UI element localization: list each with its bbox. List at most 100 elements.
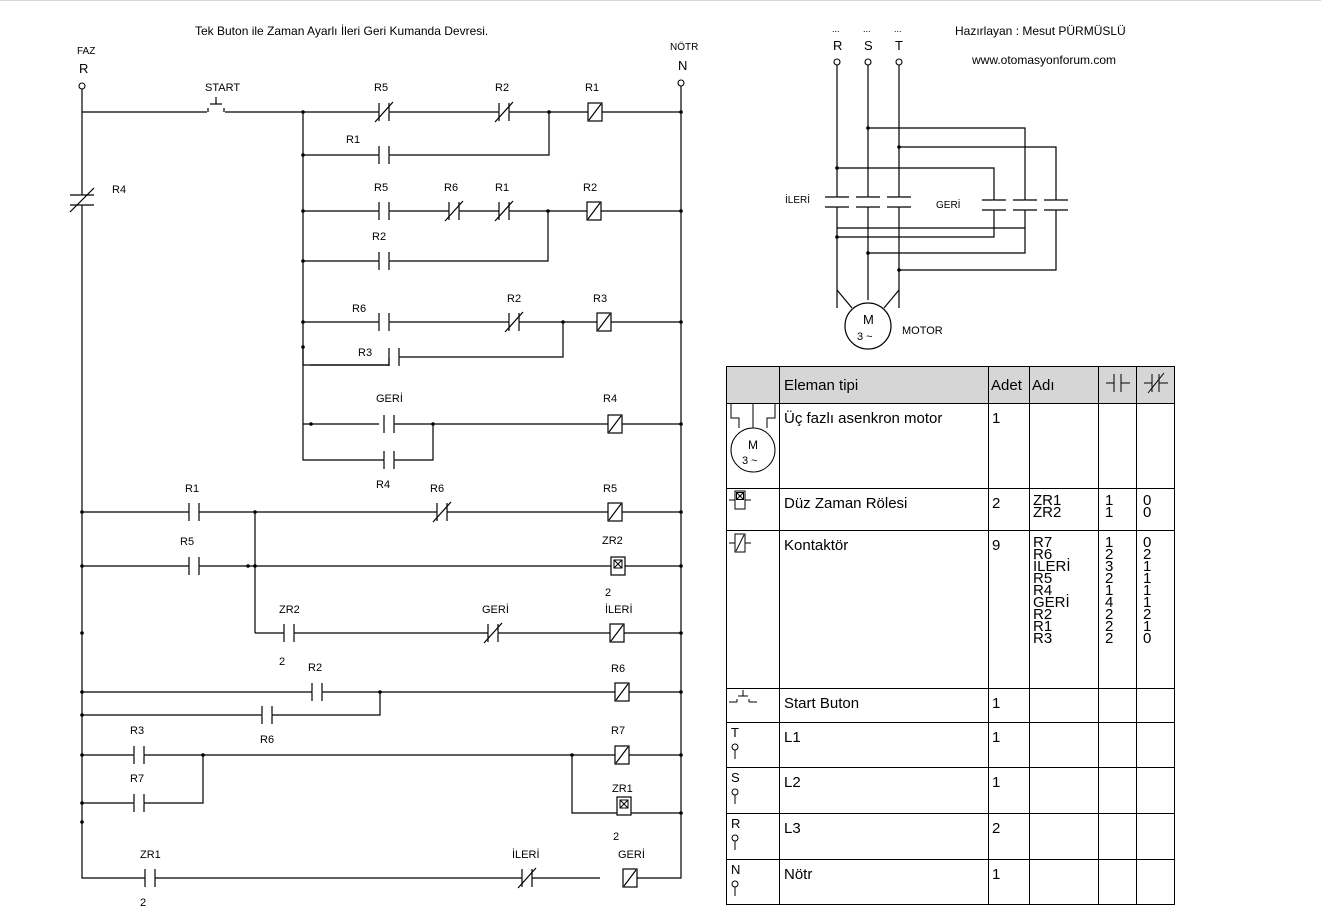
- r6-label-2: R6: [352, 303, 366, 315]
- row-type: Nötr: [779, 859, 989, 905]
- ileri-power-contact-1: [824, 196, 850, 208]
- phase-terminal-icon: [78, 82, 86, 90]
- ileri-power-label: İLERİ: [785, 193, 810, 206]
- phase-s-terminal: [864, 58, 872, 66]
- phase-r-terminal: [833, 58, 841, 66]
- r3-seal-contact: [388, 347, 400, 367]
- r4-rail-label: R4: [112, 184, 126, 196]
- website-text: www.otomasyonforum.com: [971, 53, 1116, 67]
- row-start: Start Buton 1: [726, 688, 1175, 723]
- row-type: L1: [779, 722, 989, 768]
- row-no: [1098, 403, 1137, 489]
- phase-s-label: S: [864, 38, 873, 53]
- r4-coil-label: R4: [603, 393, 617, 405]
- r4-label-bottom: R4: [376, 479, 390, 491]
- row-l2: S L2 1: [726, 767, 1175, 814]
- zr2-label: ZR2: [279, 604, 300, 616]
- r2-label-3: R2: [507, 293, 521, 305]
- geri-coil: [622, 868, 638, 888]
- zr1-contact-setting: 2: [140, 897, 146, 909]
- header-nc-contact-icon: [1136, 366, 1175, 404]
- row-type: L3: [779, 813, 989, 860]
- svg-text:M: M: [748, 438, 758, 452]
- row-count: 9: [988, 530, 1030, 689]
- geri-power-contact-2: [1012, 199, 1038, 211]
- diagram-title: Tek Buton ile Zaman Ayarlı İleri Geri Ku…: [195, 24, 488, 38]
- r5-no-contact: [378, 201, 390, 221]
- r1-coil-label: R1: [585, 82, 599, 94]
- r-dots: ...: [832, 24, 840, 34]
- zr2-setting-label: 2: [605, 587, 611, 599]
- row-nc: [1136, 403, 1175, 489]
- r5-label-1: R5: [374, 82, 388, 94]
- row-type: Start Buton: [779, 688, 989, 723]
- top-border: [0, 0, 1321, 1]
- r1-label-2: R1: [495, 182, 509, 194]
- svg-text:3 ~: 3 ~: [742, 455, 758, 467]
- phase-top-label: FAZ: [77, 46, 95, 57]
- r5-no-contact-2: [188, 556, 200, 576]
- r7-seal-contact: [133, 793, 145, 813]
- geri-power-contact-1: [981, 199, 1007, 211]
- r1-seal-contact: [378, 145, 390, 165]
- r6-label-seal: R6: [260, 734, 274, 746]
- geri-label-2: GERİ: [482, 603, 509, 616]
- row-type: Üç fazlı asenkron motor: [779, 403, 989, 489]
- r5-coil-label: R5: [603, 483, 617, 495]
- header-name: Adı: [1029, 366, 1099, 404]
- r1-label-3: R1: [185, 483, 199, 495]
- parts-table-header: Eleman tipi Adet Adı: [726, 366, 1175, 404]
- r6-label-3: R6: [430, 483, 444, 495]
- r2-seal-contact: [378, 251, 390, 271]
- ileri-coil: [609, 623, 625, 643]
- r3-coil-label: R3: [593, 293, 607, 305]
- r2-coil-label: R2: [583, 182, 597, 194]
- svg-text:N: N: [731, 862, 740, 877]
- motor-icon: M 3 ~: [726, 403, 780, 489]
- motor-icon: [844, 302, 892, 350]
- row-type: Düz Zaman Rölesi: [779, 488, 989, 531]
- terminal-icon: N: [726, 859, 780, 905]
- geri-power-contact-3: [1043, 199, 1069, 211]
- motor-phase-label: 3 ~: [857, 331, 873, 343]
- phase-r-label: R: [833, 38, 842, 53]
- r1-no-contact: [188, 502, 200, 522]
- row-type: Kontaktör: [779, 530, 989, 689]
- row-count: 2: [988, 488, 1030, 531]
- contactor-coil-icon: [726, 530, 780, 689]
- row-count: 2: [988, 813, 1030, 860]
- timer-relay-icon: [726, 488, 780, 531]
- s-dots: ...: [863, 24, 871, 34]
- row-count: 1: [988, 767, 1030, 814]
- r3-no-contact: [133, 745, 145, 765]
- zr1-label: ZR1: [140, 849, 161, 861]
- r7-coil: [614, 745, 630, 765]
- r4-coil: [607, 414, 623, 434]
- row-count: 1: [988, 688, 1030, 723]
- phase-t-label: T: [895, 38, 903, 53]
- svg-text:T: T: [731, 725, 739, 740]
- header-type: Eleman tipi: [779, 366, 989, 404]
- ileri-power-contact-3: [886, 196, 912, 208]
- terminal-icon: R: [726, 813, 780, 860]
- zr2-no-contact: [283, 623, 295, 643]
- r2-label-4: R2: [308, 662, 322, 674]
- geri-no-contact-2: [383, 450, 395, 470]
- zr1-timer-coil: [616, 796, 632, 816]
- r3-coil: [596, 312, 612, 332]
- r7-coil-label: R7: [611, 725, 625, 737]
- row-l1: T L1 1: [726, 722, 1175, 768]
- svg-text:S: S: [731, 770, 740, 785]
- header-no-contact-icon: [1098, 366, 1137, 404]
- r1-label-seal: R1: [346, 134, 360, 146]
- row-count: 1: [988, 859, 1030, 905]
- r2-label-seal: R2: [372, 231, 386, 243]
- row-l3: R L3 2: [726, 813, 1175, 860]
